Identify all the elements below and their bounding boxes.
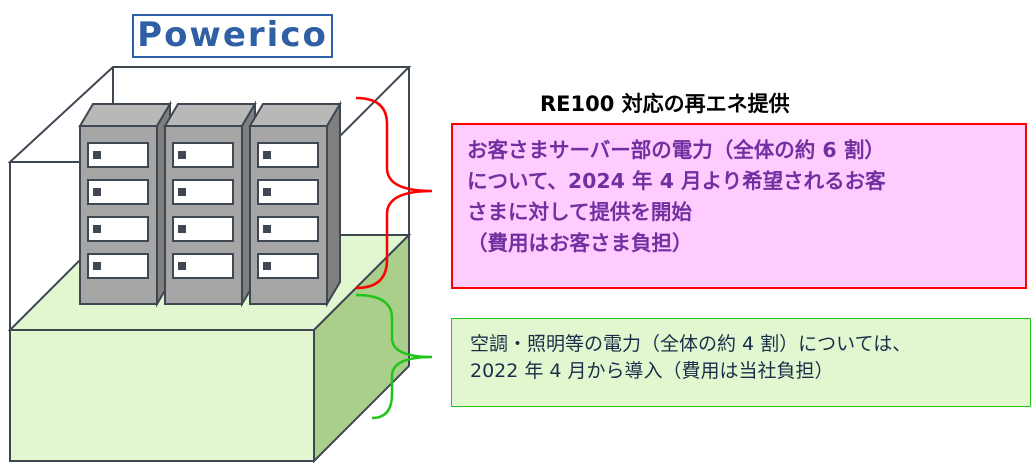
facility-power-callout: 空調・照明等の電力（全体の約 4 割）については、 2022 年 4 月から導入… <box>451 318 1031 407</box>
server-rack-icon <box>248 100 342 308</box>
callout-line: お客さまサーバー部の電力（全体の約 6 割） <box>467 138 885 162</box>
callout-line: （費用はお客さま負担） <box>467 231 693 255</box>
callout-line: 2022 年 4 月から導入（費用は当社負担） <box>470 360 834 382</box>
callout-line: さまに対して提供を開始 <box>467 200 692 224</box>
callout-line: 空調・照明等の電力（全体の約 4 割）については、 <box>470 333 912 355</box>
logo-text: Powerico <box>137 15 328 55</box>
customer-server-power-callout: お客さまサーバー部の電力（全体の約 6 割） について、2024 年 4 月より… <box>451 123 1027 289</box>
server-power-brace <box>355 96 433 290</box>
server-rack-icon <box>78 100 172 308</box>
server-rack-icon <box>163 100 257 308</box>
diagram-title: RE100 対応の再エネ提供 <box>540 92 790 116</box>
callout-line: について、2024 年 4 月より希望されるお客 <box>467 169 886 193</box>
powerico-logo: Powerico <box>132 14 333 58</box>
facility-power-brace <box>355 293 433 420</box>
